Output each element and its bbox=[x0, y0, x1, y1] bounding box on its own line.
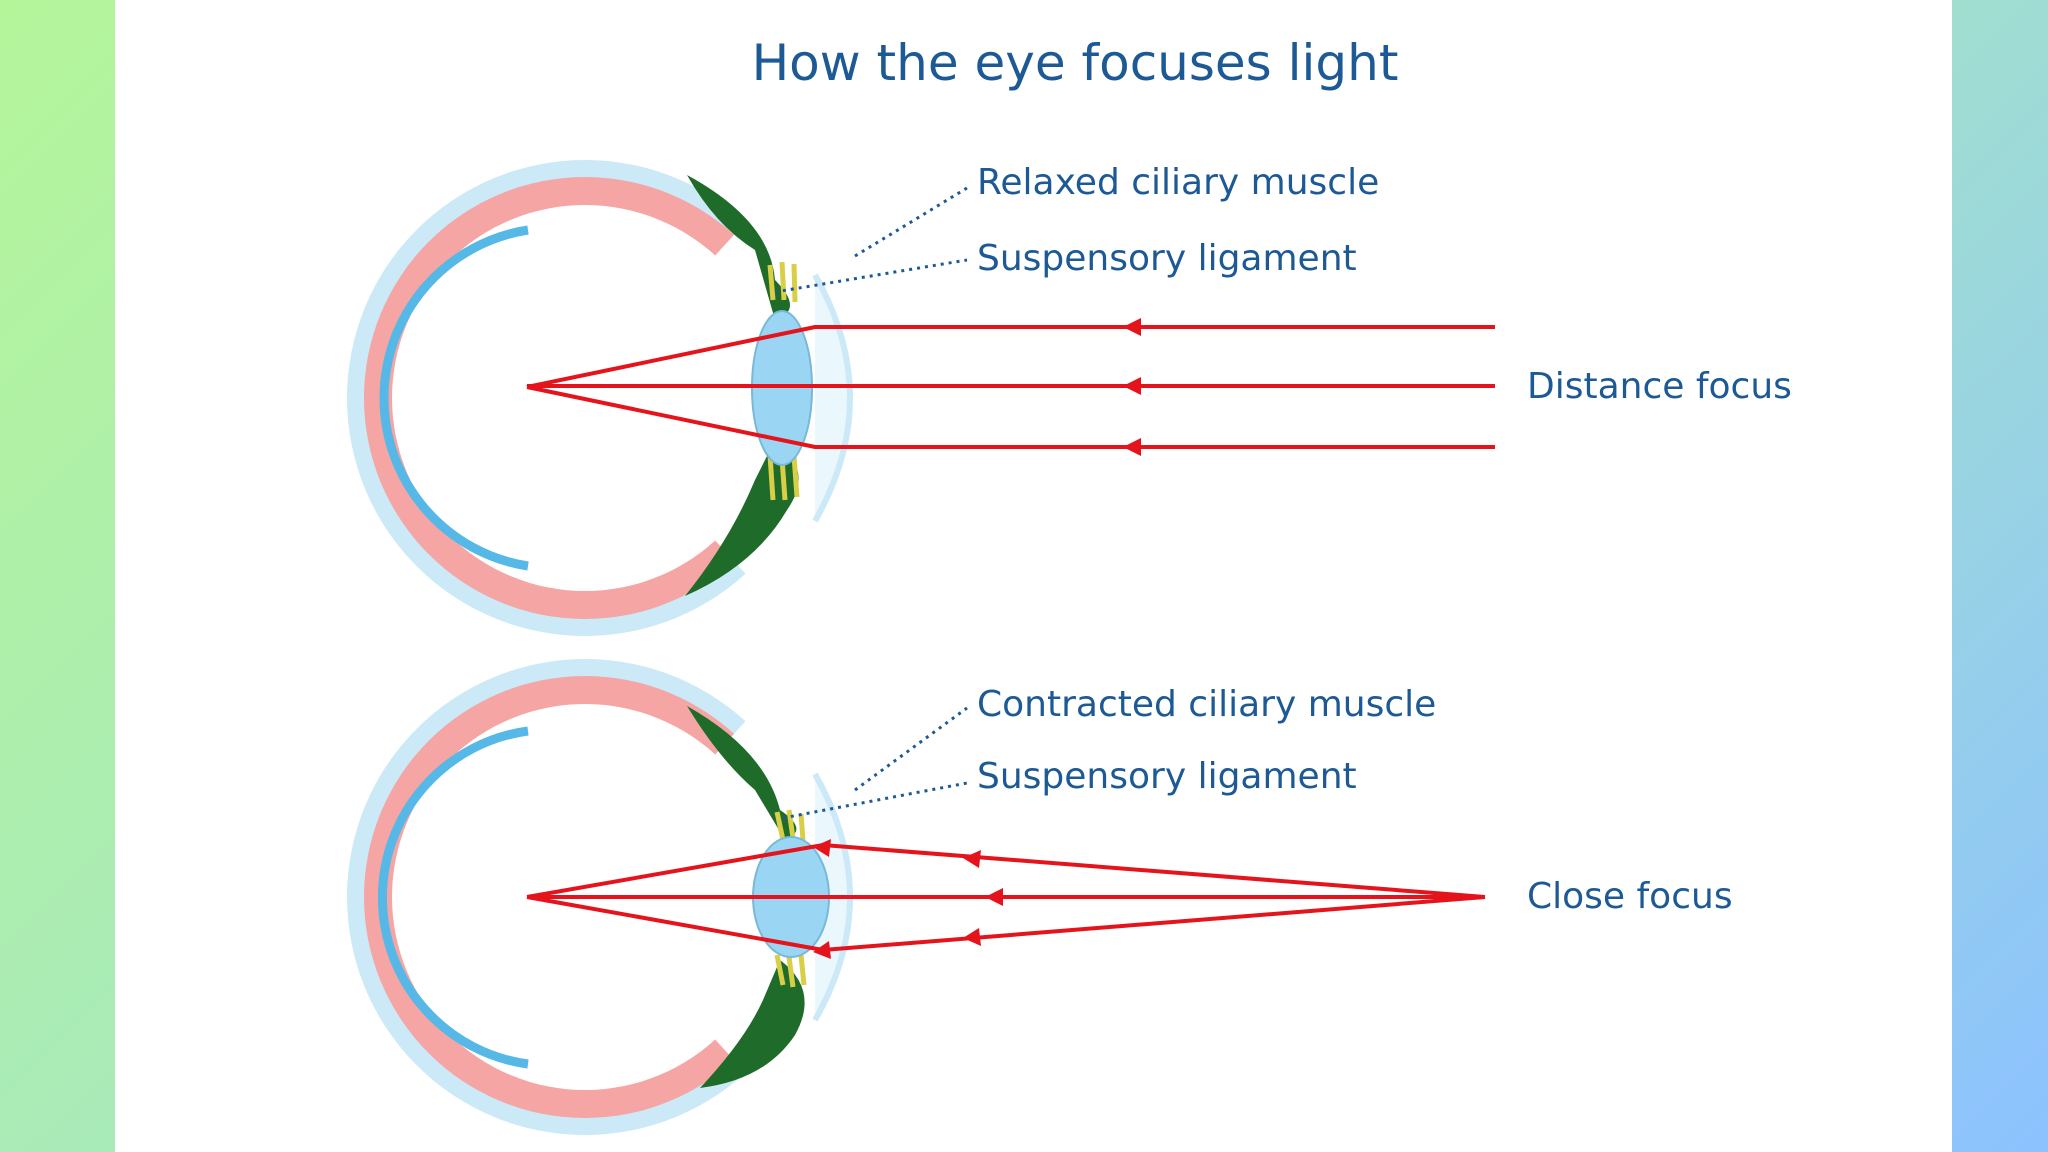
ray-arrow bbox=[1123, 377, 1141, 395]
retina bbox=[377, 726, 529, 1069]
ray-arrow bbox=[1123, 438, 1141, 456]
leader-line bbox=[774, 258, 968, 294]
suspensory-ligament-upper bbox=[767, 261, 798, 303]
ciliary-muscle-lower bbox=[700, 960, 805, 1088]
label-suspensory-ligament-bottom: Suspensory ligament bbox=[977, 756, 1357, 797]
label-close-focus: Close focus bbox=[1527, 876, 1733, 917]
ray-arrow bbox=[963, 928, 981, 946]
cornea bbox=[812, 273, 853, 523]
leader-line bbox=[854, 706, 968, 792]
light-rays-parallel bbox=[526, 325, 1495, 449]
ciliary-muscle-upper bbox=[687, 706, 797, 840]
leader-line bbox=[854, 186, 968, 258]
diagram-panel: How the eye focuses light bbox=[115, 0, 1952, 1152]
suspensory-ligament-upper bbox=[774, 809, 806, 841]
ray-arrow bbox=[813, 839, 831, 857]
diagram-title: How the eye focuses light bbox=[752, 34, 1399, 92]
ray-arrow bbox=[985, 888, 1003, 906]
ray-arrow bbox=[813, 941, 831, 959]
retina bbox=[379, 225, 529, 571]
label-contracted-ciliary-muscle: Contracted ciliary muscle bbox=[977, 684, 1436, 725]
ciliary-muscle-upper bbox=[687, 175, 790, 320]
eye-top: Relaxed ciliary muscle Suspensory ligame… bbox=[347, 160, 1792, 636]
label-suspensory-ligament-top: Suspensory ligament bbox=[977, 238, 1357, 279]
eye-bottom: Contracted ciliary muscle Suspensory lig… bbox=[347, 659, 1733, 1135]
label-relaxed-ciliary-muscle: Relaxed ciliary muscle bbox=[977, 162, 1379, 203]
suspensory-ligament-lower bbox=[774, 954, 807, 988]
label-distance-focus: Distance focus bbox=[1527, 366, 1792, 407]
ray-arrow bbox=[1123, 318, 1141, 336]
ray-arrow bbox=[963, 850, 981, 868]
eye-focus-diagram: How the eye focuses light bbox=[347, 34, 1792, 1135]
